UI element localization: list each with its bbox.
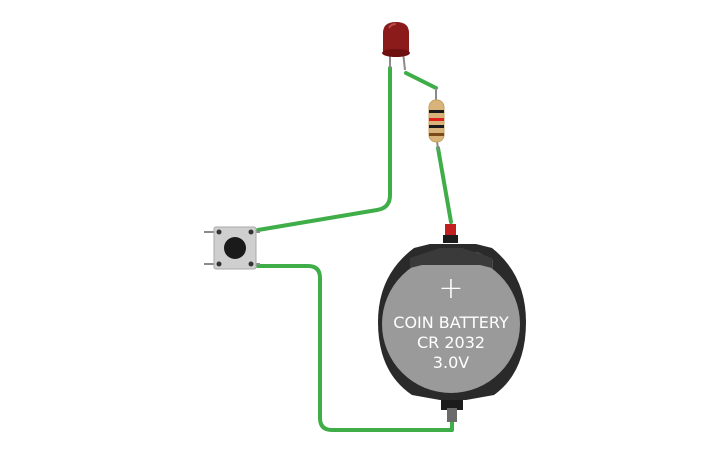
resistor[interactable] <box>428 88 445 151</box>
wires <box>256 66 454 432</box>
wire-led-anode-to-button[interactable] <box>256 66 392 232</box>
pushbutton-cap[interactable] <box>224 237 246 259</box>
wire-resistor-to-battery-positive[interactable] <box>436 146 453 224</box>
battery-face <box>382 255 520 393</box>
pushbutton[interactable] <box>204 226 260 270</box>
coin-battery[interactable]: + COIN BATTERY CR 2032 3.0V <box>378 224 526 422</box>
wire-led-cathode-to-resistor[interactable] <box>404 71 438 90</box>
battery-positive-terminal[interactable] <box>445 224 456 238</box>
battery-negative-terminal[interactable] <box>447 408 457 422</box>
battery-plus-symbol: + <box>438 271 463 306</box>
wire-button-to-battery-negative[interactable] <box>256 264 454 432</box>
led[interactable] <box>382 22 410 71</box>
battery-label-line2: CR 2032 <box>417 333 485 352</box>
battery-label-line3: 3.0V <box>433 353 469 372</box>
battery-label-line1: COIN BATTERY <box>393 313 509 332</box>
